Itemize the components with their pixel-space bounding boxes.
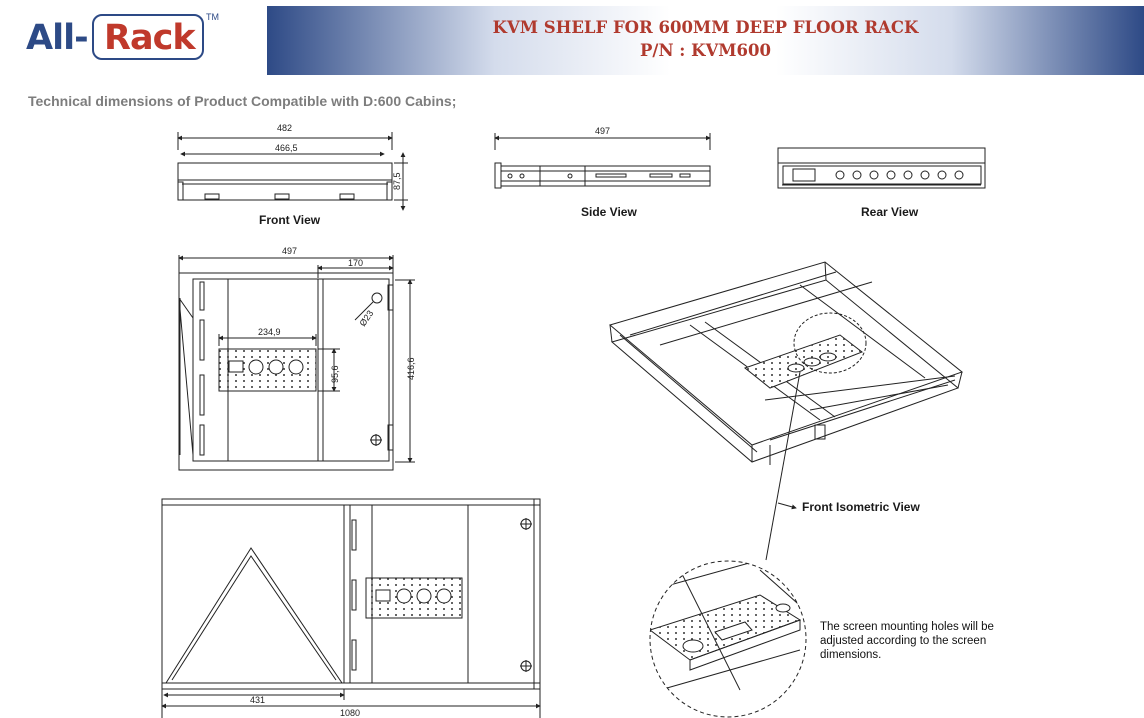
mounting-holes-note: The screen mounting holes will be adjust…	[820, 621, 994, 661]
isometric-view-drawing	[608, 261, 964, 465]
rear-view-label: Rear View	[861, 205, 919, 219]
technical-subtitle: Technical dimensions of Product Compatib…	[28, 93, 457, 109]
front-view-drawing	[177, 132, 408, 211]
bottom-dim-431: 431	[250, 695, 265, 705]
top-dim-hole-diameter: Ø23	[357, 308, 375, 328]
side-view-label: Side View	[581, 205, 637, 219]
detail-leader-line	[765, 371, 801, 561]
isometric-view-label: Front Isometric View	[802, 500, 920, 514]
document-title: KVM SHELF FOR 600MM DEEP FLOOR RACK P/N …	[267, 16, 1144, 62]
top-dim-416-6: 416,6	[406, 357, 416, 380]
front-view-label: Front View	[259, 213, 321, 227]
logo-frame	[92, 14, 204, 60]
front-dim-87-5: 87,5	[392, 172, 402, 190]
title-line-product: KVM SHELF FOR 600MM DEEP FLOOR RACK	[492, 18, 919, 37]
detail-circle-drawing	[649, 560, 807, 718]
top-dim-497: 497	[282, 246, 297, 256]
top-dim-234-9: 234,9	[258, 327, 281, 337]
extended-view-drawing	[161, 498, 541, 718]
top-dim-95-6: 95,6	[330, 365, 340, 383]
rear-view-drawing	[777, 147, 986, 189]
all-rack-logo: All- Rack TM	[26, 12, 219, 64]
logo-word-all: All-	[26, 18, 89, 58]
side-view-drawing	[494, 133, 711, 189]
front-dim-466-5: 466,5	[275, 143, 298, 153]
side-dim-497: 497	[595, 126, 610, 136]
title-line-part-number: P/N : KVM600	[640, 41, 771, 60]
logo-trademark: TM	[206, 12, 219, 22]
title-banner	[267, 6, 1144, 75]
top-dim-170: 170	[348, 258, 363, 268]
top-view-drawing	[178, 255, 415, 471]
logo-word-rack: Rack	[104, 18, 196, 58]
bottom-dim-1080: 1080	[340, 708, 360, 718]
front-dim-482: 482	[277, 123, 292, 133]
